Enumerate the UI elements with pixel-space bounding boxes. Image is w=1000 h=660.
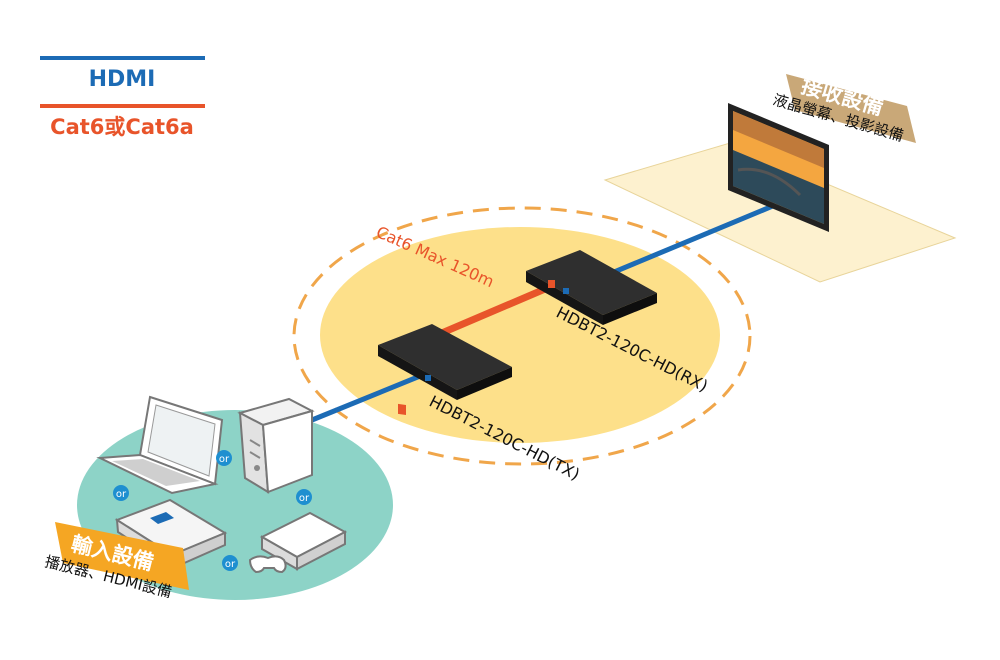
game-console (259, 511, 348, 571)
extender-zone (320, 227, 720, 443)
hdmi-cable-input (311, 369, 431, 423)
or-badge (216, 450, 232, 466)
cat-legend-label: Cat6或Cat6a (50, 115, 194, 139)
display-monitor (728, 103, 829, 232)
or-badge-label: or (299, 493, 310, 504)
or-badge (222, 555, 238, 571)
or-badge (296, 489, 312, 505)
tx-device (378, 324, 512, 416)
or-badge-label: or (116, 489, 127, 500)
or-badge-label: or (219, 454, 230, 465)
or-badge-label: or (225, 559, 236, 570)
hdmi-legend-label: HDMI (89, 67, 156, 92)
range-dashed-ring (292, 206, 752, 466)
output-area (603, 142, 957, 283)
gamepad-icon (248, 555, 287, 574)
rx-device (526, 250, 657, 325)
or-badge (113, 485, 129, 501)
legend: HDMI Cat6或Cat6a (40, 56, 205, 139)
or-badges: or or or or (113, 450, 312, 571)
laptop (96, 395, 224, 495)
pc-tower (237, 397, 315, 494)
